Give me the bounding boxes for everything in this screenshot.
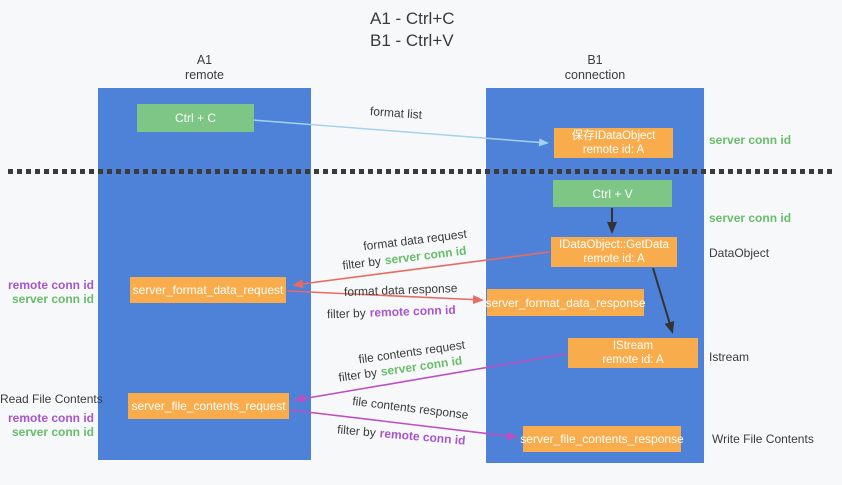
server-format-data-request-node: server_format_data_request xyxy=(130,277,286,303)
format-data-response-label: format data response xyxy=(343,281,458,299)
read-file-contents-label: Read File Contents xyxy=(0,392,103,406)
istream-line2: remote id: A xyxy=(602,354,664,366)
write-file-contents-label: Write File Contents xyxy=(712,432,814,446)
lane-a1-name: A1 xyxy=(196,53,213,67)
getdata-line1: IDataObject::GetData xyxy=(559,239,669,251)
lane-header-b1: B1 connection xyxy=(486,53,704,83)
remote-conn-id-label-left-top: remote conn id xyxy=(7,278,94,292)
dataobject-label: DataObject xyxy=(709,246,770,260)
server-file-contents-response-label: server_file_contents_response xyxy=(520,432,684,446)
lane-header-a1: A1 remote xyxy=(98,53,311,83)
ctrl-c-node: Ctrl + C xyxy=(137,104,254,132)
filter-by-text: filter by xyxy=(336,422,377,440)
save-dataobject-line2: remote id: A xyxy=(582,144,645,156)
server-file-contents-response-node: server_file_contents_response xyxy=(520,426,684,452)
copy-paste-divider xyxy=(8,169,836,174)
save-dataobject-node: 保存IDataObject remote id: A xyxy=(554,128,673,158)
save-dataobject-line1: 保存IDataObject xyxy=(571,130,656,142)
ctrl-v-node: Ctrl + V xyxy=(553,180,672,207)
server-format-data-response-label: server_format_data_response xyxy=(485,295,646,310)
remote-conn-id-key: remote conn id xyxy=(379,426,467,448)
server-conn-id-label-mid-right: server conn id xyxy=(709,211,792,225)
ctrl-v-label: Ctrl + V xyxy=(592,186,633,201)
server-format-data-response-node: server_format_data_response xyxy=(485,289,646,316)
istream-side-label: Istream xyxy=(709,350,750,364)
server-conn-id-label-top-right: server conn id xyxy=(709,133,792,147)
ctrl-c-label: Ctrl + C xyxy=(174,111,216,125)
getdata-node: IDataObject::GetData remote id: A xyxy=(551,237,677,267)
server-conn-id-label-left-bottom: server conn id xyxy=(11,425,94,439)
server-file-contents-request-node: server_file_contents_request xyxy=(128,393,289,419)
istream-line1: IStream xyxy=(612,340,654,352)
remote-conn-id-key: remote conn id xyxy=(369,302,456,320)
diagram-title: A1 - Ctrl+C B1 - Ctrl+V xyxy=(370,8,455,52)
remote-conn-id-label-left-bottom: remote conn id xyxy=(7,411,94,425)
server-format-data-request-label: server_format_data_request xyxy=(132,283,284,297)
lane-b1-name: B1 xyxy=(587,53,603,67)
format-list-label: format list xyxy=(369,104,423,122)
server-conn-id-label-left-top: server conn id xyxy=(11,292,94,306)
title-line-2: B1 - Ctrl+V xyxy=(370,31,454,50)
lane-b1-role: connection xyxy=(564,68,626,82)
istream-node: IStream remote id: A xyxy=(568,338,698,368)
lane-a1-role: remote xyxy=(185,68,224,82)
file-contents-response-label: file contents response xyxy=(351,393,470,423)
filter-by-text: filter by xyxy=(341,253,382,273)
title-line-1: A1 - Ctrl+C xyxy=(370,9,455,28)
server-file-contents-request-label: server_file_contents_request xyxy=(131,399,286,413)
getdata-line2: remote id: A xyxy=(583,253,645,265)
filter-by-text: filter by xyxy=(326,305,366,322)
filter-by-text: filter by xyxy=(337,365,378,385)
